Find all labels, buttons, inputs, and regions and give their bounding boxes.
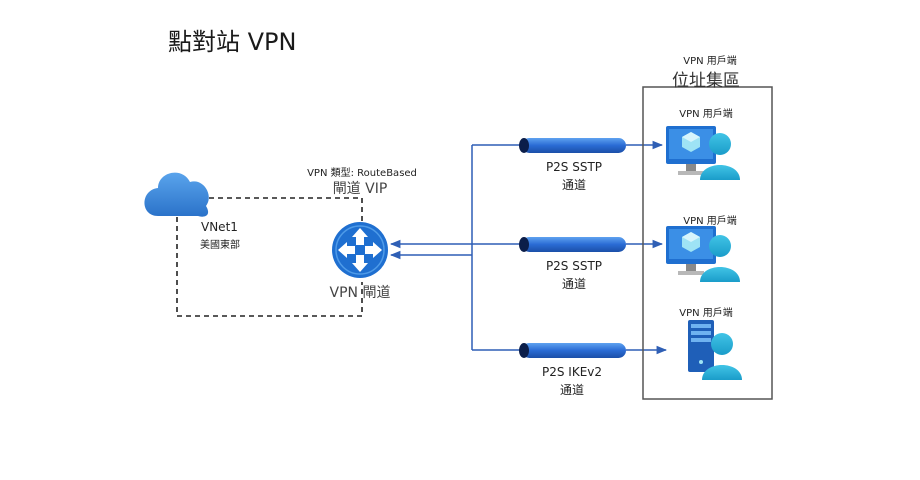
pool-header: 位址集區	[672, 71, 740, 91]
vpn-gateway-icon	[332, 222, 388, 278]
pool-header-small: VPN 用戶端	[683, 56, 737, 67]
vnet-name: VNet1	[201, 220, 238, 234]
address-pool-box	[642, 86, 773, 400]
page-title: 點對站 VPN	[168, 28, 297, 56]
user-icon	[700, 133, 740, 180]
vnet-boundary	[176, 197, 363, 317]
server-icon	[688, 320, 714, 372]
tunnel-protocol: P2S IKEv2	[541, 365, 603, 379]
tunnel-protocol: P2S SSTP	[545, 160, 603, 174]
user-icon	[700, 235, 740, 282]
computer-icon	[666, 226, 716, 275]
tunnel-protocol: P2S SSTP	[545, 259, 603, 273]
client-label: VPN 用戶端	[679, 109, 733, 120]
computer-icon	[666, 126, 716, 175]
client-label: VPN 用戶端	[679, 308, 733, 319]
gateway-name: VPN 閘道	[329, 285, 391, 301]
tunnel-icon	[519, 237, 626, 252]
tunnel-icon	[519, 138, 626, 153]
vnet-region: 美國東部	[200, 240, 240, 251]
gateway-vip-label: 閘道 VIP	[332, 181, 388, 197]
gateway-type-label: VPN 類型: RouteBased	[307, 168, 417, 179]
tunnel-label: 通道	[561, 178, 586, 192]
connection-lines	[389, 140, 668, 355]
client-label: VPN 用戶端	[683, 216, 737, 227]
tunnel-label: 通道	[559, 383, 584, 397]
tunnel-icon	[519, 343, 626, 358]
user-icon	[702, 333, 742, 380]
cloud-icon	[144, 172, 209, 217]
tunnel-label: 通道	[561, 277, 586, 291]
